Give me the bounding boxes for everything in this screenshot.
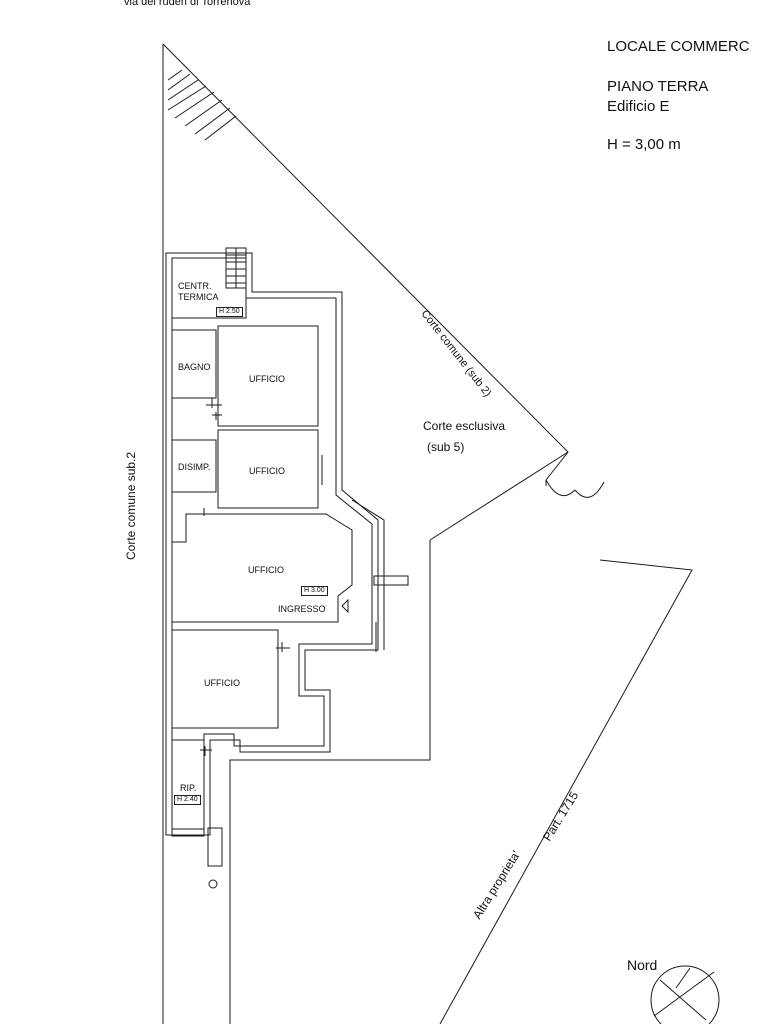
gate-arcs xyxy=(545,479,605,498)
small-stair xyxy=(225,247,247,289)
corte-esclusiva-label: Corte esclusiva xyxy=(423,419,506,433)
ripostiglio-label: RIP. xyxy=(180,783,197,793)
ufficio-4-label: UFFICIO xyxy=(204,678,240,688)
well-marker xyxy=(208,879,218,889)
use-label: LOCALE COMMERC xyxy=(607,38,750,55)
floor-label: PIANO TERRA xyxy=(607,78,709,95)
disimpegno-label: DISIMP. xyxy=(178,462,211,472)
meter-box xyxy=(207,827,223,867)
room-ufficio-1 xyxy=(217,325,319,427)
room-bagno xyxy=(171,329,217,399)
path-line xyxy=(351,499,385,652)
corte-esclusiva-sub: (sub 5) xyxy=(427,440,465,454)
lot-boundary xyxy=(162,43,693,1024)
address-text: via dei ruderi di Torrenova xyxy=(124,0,251,8)
building-wall-outer xyxy=(165,252,379,836)
ingresso-label: INGRESSO xyxy=(278,604,326,614)
bench xyxy=(373,575,409,586)
room-disimpegno xyxy=(171,439,217,493)
stair-hatch xyxy=(167,69,237,141)
north-arrow xyxy=(650,965,720,1024)
ripostiglio-height: H 2.40 xyxy=(174,795,201,805)
ufficio-1-label: UFFICIO xyxy=(249,374,285,384)
room-ufficio-4 xyxy=(171,629,279,729)
entrance-arrow xyxy=(341,598,349,614)
ufficio-3-height: H 3.00 xyxy=(301,586,328,596)
height-label: H = 3,00 m xyxy=(607,136,681,153)
ufficio-2-label: UFFICIO xyxy=(249,466,285,476)
building-label: Edificio E xyxy=(607,98,670,115)
room-ripostiglio xyxy=(171,739,205,837)
ufficio-3-label: UFFICIO xyxy=(248,565,284,575)
centrale-termica-label-2: TERMICA xyxy=(178,292,219,302)
room-centrale-termica xyxy=(171,257,247,319)
north-label: Nord xyxy=(627,957,658,973)
corte-comune-sub2-vertical: Corte comune sub.2 xyxy=(124,451,138,560)
centrale-termica-label-1: CENTR. xyxy=(178,281,212,291)
door-ticks xyxy=(200,398,323,756)
room-ufficio-3 xyxy=(171,513,353,623)
bagno-label: BAGNO xyxy=(178,362,211,372)
centrale-termica-height: H 2.50 xyxy=(216,307,243,317)
